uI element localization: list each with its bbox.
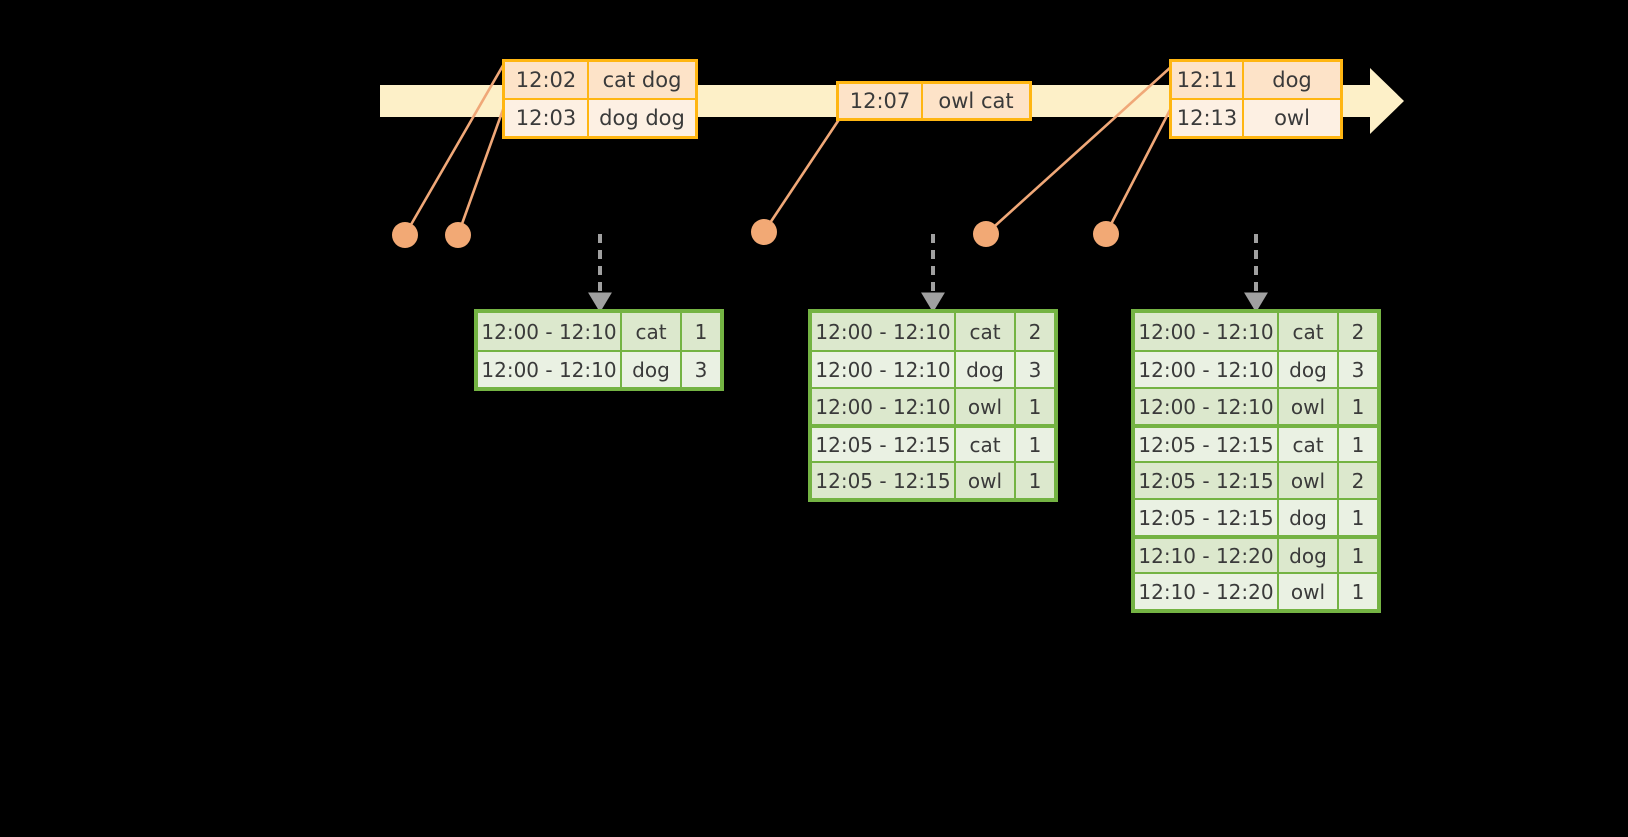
cell-key: dog (622, 352, 682, 387)
cell-window: 12:00 - 12:10 (812, 313, 956, 350)
flow-arrows-group (588, 234, 1268, 313)
cell-key: owl (1279, 574, 1339, 609)
cell-key: owl (956, 463, 1016, 498)
connector-line-5 (1104, 105, 1174, 235)
event-row: 12:03 dog dog (505, 98, 695, 136)
cell-window: 12:05 - 12:15 (1135, 428, 1279, 461)
cell-window: 12:00 - 12:10 (1135, 352, 1279, 387)
connector-dot-2 (445, 222, 471, 248)
cell-count: 1 (682, 313, 720, 350)
cell-window: 12:00 - 12:10 (1135, 313, 1279, 350)
connector-dot-1 (392, 222, 418, 248)
connector-dots-group (392, 219, 1119, 248)
event-time: 12:07 (839, 84, 923, 118)
event-box-2[interactable]: 12:07 owl cat (836, 81, 1032, 121)
cell-key: cat (622, 313, 682, 350)
cell-key: dog (956, 352, 1016, 387)
cell-count: 1 (1339, 389, 1377, 424)
cell-count: 1 (1016, 428, 1054, 461)
event-time: 12:13 (1172, 100, 1244, 136)
cell-key: owl (1279, 463, 1339, 498)
connector-dot-4 (973, 221, 999, 247)
cell-key: dog (1279, 539, 1339, 572)
cell-window: 12:00 - 12:10 (812, 352, 956, 387)
event-row: 12:02 cat dog (505, 62, 695, 98)
cell-count: 3 (1016, 352, 1054, 387)
event-payload: owl cat (923, 84, 1029, 118)
event-box-1[interactable]: 12:02 cat dog 12:03 dog dog (502, 59, 698, 139)
connector-line-2 (456, 103, 507, 236)
cell-count: 1 (1339, 500, 1377, 535)
cell-count: 3 (682, 352, 720, 387)
cell-window: 12:05 - 12:15 (1135, 500, 1279, 535)
event-time: 12:11 (1172, 62, 1244, 98)
cell-window: 12:05 - 12:15 (812, 428, 956, 461)
cell-count: 1 (1339, 539, 1377, 572)
event-row: 12:07 owl cat (839, 84, 1029, 118)
event-box-3[interactable]: 12:11 dog 12:13 owl (1169, 59, 1343, 139)
cell-key: owl (956, 389, 1016, 424)
cell-count: 2 (1339, 313, 1377, 350)
cell-count: 1 (1016, 389, 1054, 424)
event-time: 12:02 (505, 62, 589, 98)
event-time: 12:03 (505, 100, 589, 136)
cell-window: 12:00 - 12:10 (478, 313, 622, 350)
cell-count: 3 (1339, 352, 1377, 387)
cell-key: dog (1279, 500, 1339, 535)
cell-window: 12:00 - 12:10 (1135, 389, 1279, 424)
cell-count: 2 (1339, 463, 1377, 498)
cell-window: 12:00 - 12:10 (812, 389, 956, 424)
event-payload: cat dog (589, 62, 695, 98)
cell-key: owl (1279, 389, 1339, 424)
event-row: 12:11 dog (1172, 62, 1340, 98)
cell-window: 12:05 - 12:15 (812, 463, 956, 498)
event-row: 12:13 owl (1172, 98, 1340, 136)
cell-count: 1 (1016, 463, 1054, 498)
cell-count: 1 (1339, 574, 1377, 609)
cell-window: 12:05 - 12:15 (1135, 463, 1279, 498)
cell-key: cat (956, 428, 1016, 461)
event-payload: dog (1244, 62, 1340, 98)
cell-key: cat (1279, 313, 1339, 350)
connector-line-3 (762, 117, 842, 233)
cell-key: dog (1279, 352, 1339, 387)
event-payload: owl (1244, 100, 1340, 136)
cell-key: cat (956, 313, 1016, 350)
event-payload: dog dog (589, 100, 695, 136)
connector-dot-3 (751, 219, 777, 245)
cell-window: 12:00 - 12:10 (478, 352, 622, 387)
cell-key: cat (1279, 428, 1339, 461)
cell-window: 12:10 - 12:20 (1135, 574, 1279, 609)
connector-dot-5 (1093, 221, 1119, 247)
cell-count: 2 (1016, 313, 1054, 350)
connector-line-1 (403, 61, 507, 236)
cell-count: 1 (1339, 428, 1377, 461)
cell-window: 12:10 - 12:20 (1135, 539, 1279, 572)
